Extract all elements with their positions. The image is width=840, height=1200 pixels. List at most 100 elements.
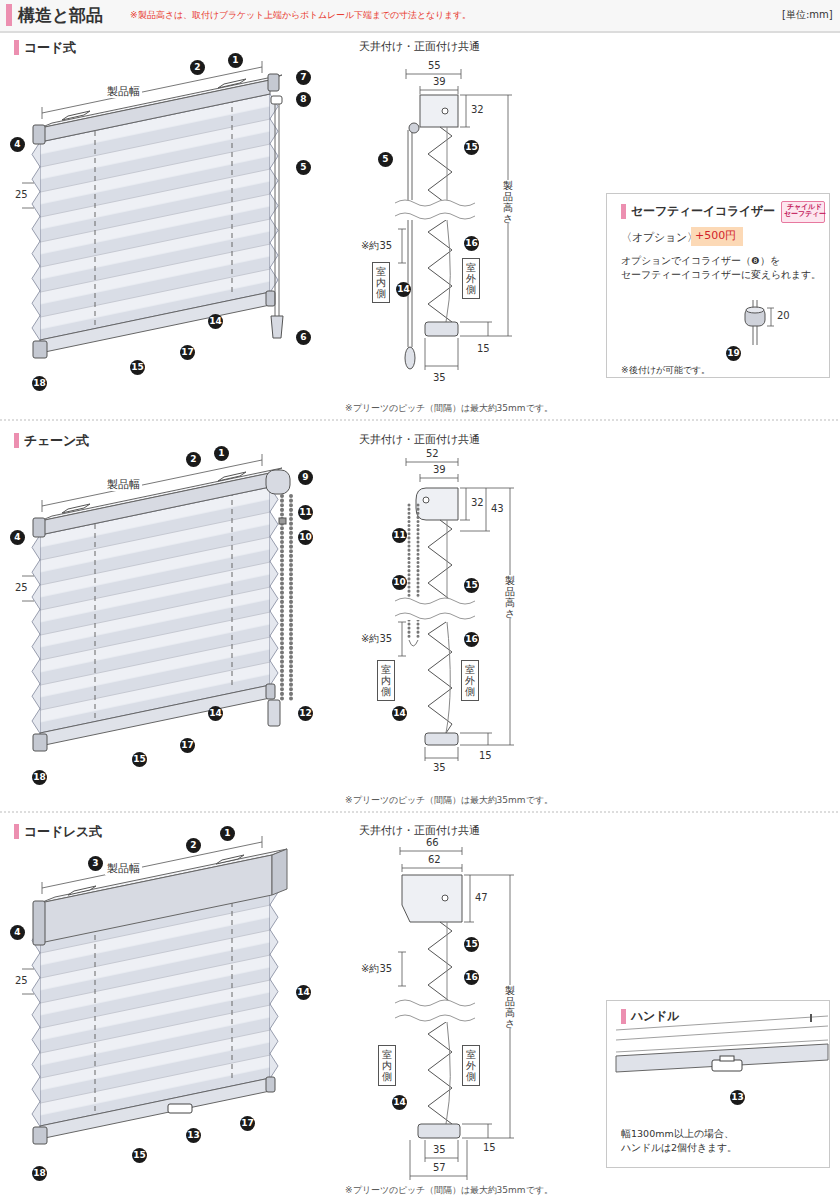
illustration-part [289,496,293,702]
callout-number: 1 [220,826,235,841]
callout-number: 3 [88,856,103,871]
callout-number: 14 [296,985,311,1000]
illustration-part [40,855,272,943]
callout-number: 14 [396,282,411,297]
option-panel: セーフティーイコライザー〈オプション〉オプションでイコライザー（❽）を セーフテ… [606,193,830,378]
node-text: セーフティーイコライザー [621,204,775,219]
node-text: +500円 [695,228,739,243]
dimension-value: 32 [470,104,485,116]
callout-number: 15 [132,1148,147,1163]
side-label-box: 室外側 [461,660,479,701]
node-text: 室外側 [466,262,476,295]
illustration-part [402,622,403,656]
illustration-part [460,322,492,323]
node-text: 室外側 [466,1049,476,1082]
illustration-part [418,1124,460,1138]
callout-number: 9 [298,470,313,485]
dimension-label: 製品高さ [505,575,515,619]
section-heading: コード式 [14,40,76,55]
dimension-value: 15 [478,750,493,762]
node-text: ハンドル [621,1009,679,1024]
illustration-part [406,69,407,79]
illustration-part [810,1014,812,1022]
node-text: 室内側 [376,266,386,299]
illustration-part [428,922,452,1003]
illustration-part [425,747,426,761]
callout-number: 17 [240,1116,255,1131]
illustration-part [420,86,421,94]
callout-number: 15 [130,360,145,375]
illustration-part [271,96,282,104]
illustration-part [402,229,403,263]
dimension-value: 43 [490,503,505,515]
illustration-part [462,1124,492,1125]
part-label: 天井付け・正面付け共通 [357,824,482,837]
illustration-part [395,598,475,619]
callout-number: 2 [186,838,201,853]
callout-number: 13 [730,1090,745,1105]
illustration-part [470,875,471,922]
illustration-part [767,308,774,326]
dimension-label: 製品高さ [505,985,515,1029]
note-text: ※プリーツのピッチ（間隔）は最大約35mmです。 [345,403,553,414]
illustration-part [0,420,840,421]
dimension-value: 66 [425,837,440,849]
note-text: ※プリーツのピッチ（間隔）は最大約35mmです。 [345,795,553,806]
illustration-part [488,322,489,336]
illustration-part [466,95,467,127]
illustration-part [466,488,467,520]
illustration-part [409,640,418,646]
dimension-value: 20 [776,310,791,322]
callout-number: 18 [32,1166,47,1181]
illustration-part [712,1060,742,1071]
illustration-part [767,308,774,309]
illustration-part [464,875,514,876]
illustration-part [398,229,406,230]
illustration-part [460,336,512,337]
illustration-part [216,855,244,864]
callout-number: 11 [298,505,313,520]
dimension-value: 57 [432,1162,447,1174]
dimension-value: 15 [482,1142,497,1154]
illustration-part [402,952,403,986]
illustration-part [464,922,474,923]
callout-number: 18 [32,376,47,391]
illustration-part [398,263,406,264]
callout-number: 17 [180,345,195,360]
price-tag: +500円 [691,227,743,246]
illustration-part [395,598,475,620]
illustration-part [400,847,401,855]
callout-number: 1 [214,446,229,461]
callout-number: 18 [32,770,47,785]
callout-number: 15 [464,140,479,155]
illustration-part [395,200,475,220]
illustration-part [745,308,765,326]
node-text: オプションでイコライザー（❽）を セーフティーイコライザーに変えられます。 [621,254,821,282]
part-label: 天井付け・正面付け共通 [357,433,482,446]
callout-number: 2 [186,452,201,467]
node-text: 室外側 [465,664,475,697]
illustration-part [460,488,514,489]
illustration-part [402,868,462,869]
illustration-part [0,31,840,33]
callout-number: 17 [180,738,195,753]
illustration-part [428,127,452,208]
side-label-box: 室内側 [377,660,395,701]
node-text: ※後付けが可能です。 [621,364,710,377]
callout-number: 16 [464,632,479,647]
dimension-value: ※約35 [360,633,393,645]
badge: チャイルド セーフティー [781,201,825,223]
dimension-value: ※約35 [360,240,393,252]
callout-number: 1 [228,53,243,68]
illustration-part [68,886,96,895]
illustration-part [462,847,463,855]
illustration-part [425,1140,426,1162]
illustration-part [272,849,287,895]
node-text: 室内側 [382,1049,392,1082]
illustration-part [442,895,448,901]
illustration-part [461,69,462,79]
page-title: 構造と部品 [6,4,103,26]
part-label: 製品幅 [105,478,142,491]
